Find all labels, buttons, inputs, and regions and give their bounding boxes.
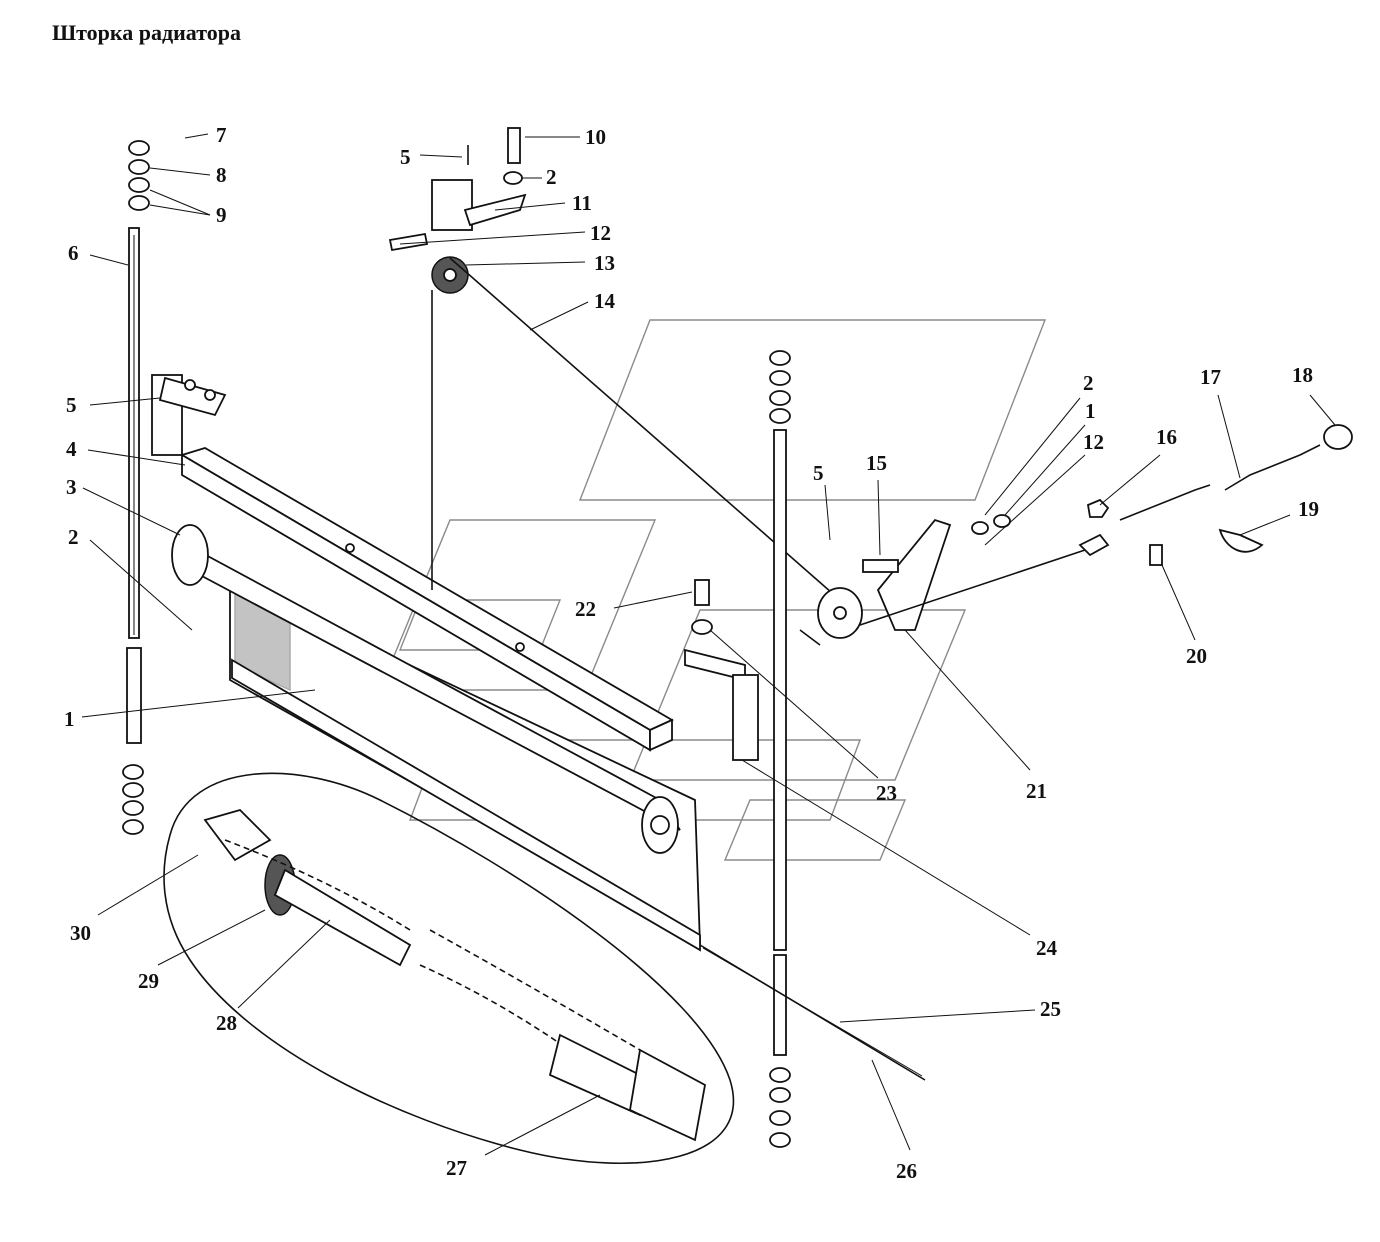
callout-6: 6 xyxy=(68,241,79,265)
left-bracket xyxy=(151,374,227,456)
left-rod-bottom-nuts xyxy=(122,764,144,835)
left-rod-top-nuts xyxy=(128,140,150,211)
callout-5-left: 5 xyxy=(66,393,77,417)
callout-27: 27 xyxy=(446,1156,467,1180)
shutter-blind xyxy=(171,524,701,952)
leader-lines xyxy=(81,133,1336,1156)
callout-17: 17 xyxy=(1200,365,1221,389)
callout-1-left: 1 xyxy=(64,707,75,731)
callout-23: 23 xyxy=(876,781,897,805)
callout-24: 24 xyxy=(1036,936,1058,960)
callout-1-right: 1 xyxy=(1085,399,1096,423)
callout-2-right: 2 xyxy=(1083,371,1094,395)
callout-12-top: 12 xyxy=(590,221,611,245)
callout-19: 19 xyxy=(1298,497,1319,521)
callout-15: 15 xyxy=(866,451,887,475)
callout-5-right: 5 xyxy=(813,461,824,485)
callout-2-top: 2 xyxy=(546,165,557,189)
callout-11: 11 xyxy=(572,191,592,215)
callout-14: 14 xyxy=(594,289,616,313)
callout-7: 7 xyxy=(216,123,227,147)
callout-25: 25 xyxy=(1040,997,1061,1021)
callout-3: 3 xyxy=(66,475,77,499)
right-bracket xyxy=(684,579,759,761)
callout-8: 8 xyxy=(216,163,227,187)
callout-16: 16 xyxy=(1156,425,1177,449)
callout-29: 29 xyxy=(138,969,159,993)
callout-10: 10 xyxy=(585,125,606,149)
upper-pulley-assembly xyxy=(388,127,841,601)
control-chain-assembly xyxy=(971,424,1353,566)
callout-20: 20 xyxy=(1186,644,1207,668)
lower-rod xyxy=(699,944,926,1081)
callout-18: 18 xyxy=(1292,363,1313,387)
callout-4: 4 xyxy=(66,437,77,461)
callout-9: 9 xyxy=(216,203,227,227)
callout-5-top: 5 xyxy=(400,145,411,169)
top-rail xyxy=(179,447,674,752)
callout-30: 30 xyxy=(70,921,91,945)
callout-13: 13 xyxy=(594,251,615,275)
callout-26: 26 xyxy=(896,1159,917,1183)
right-rod xyxy=(769,350,791,1148)
cutaway-detail xyxy=(163,772,735,1164)
lever-pulley-assembly xyxy=(799,518,1110,646)
callout-28: 28 xyxy=(216,1011,237,1035)
callout-21: 21 xyxy=(1026,779,1047,803)
callout-2-left: 2 xyxy=(68,525,79,549)
callouts: 7 8 9 6 5 4 3 2 1 5 10 2 11 12 13 14 22 … xyxy=(64,123,1319,1183)
callout-12-right: 12 xyxy=(1083,430,1104,454)
left-rod xyxy=(126,227,142,744)
page-title: Шторка радиатора xyxy=(52,20,241,45)
callout-22: 22 xyxy=(575,597,596,621)
